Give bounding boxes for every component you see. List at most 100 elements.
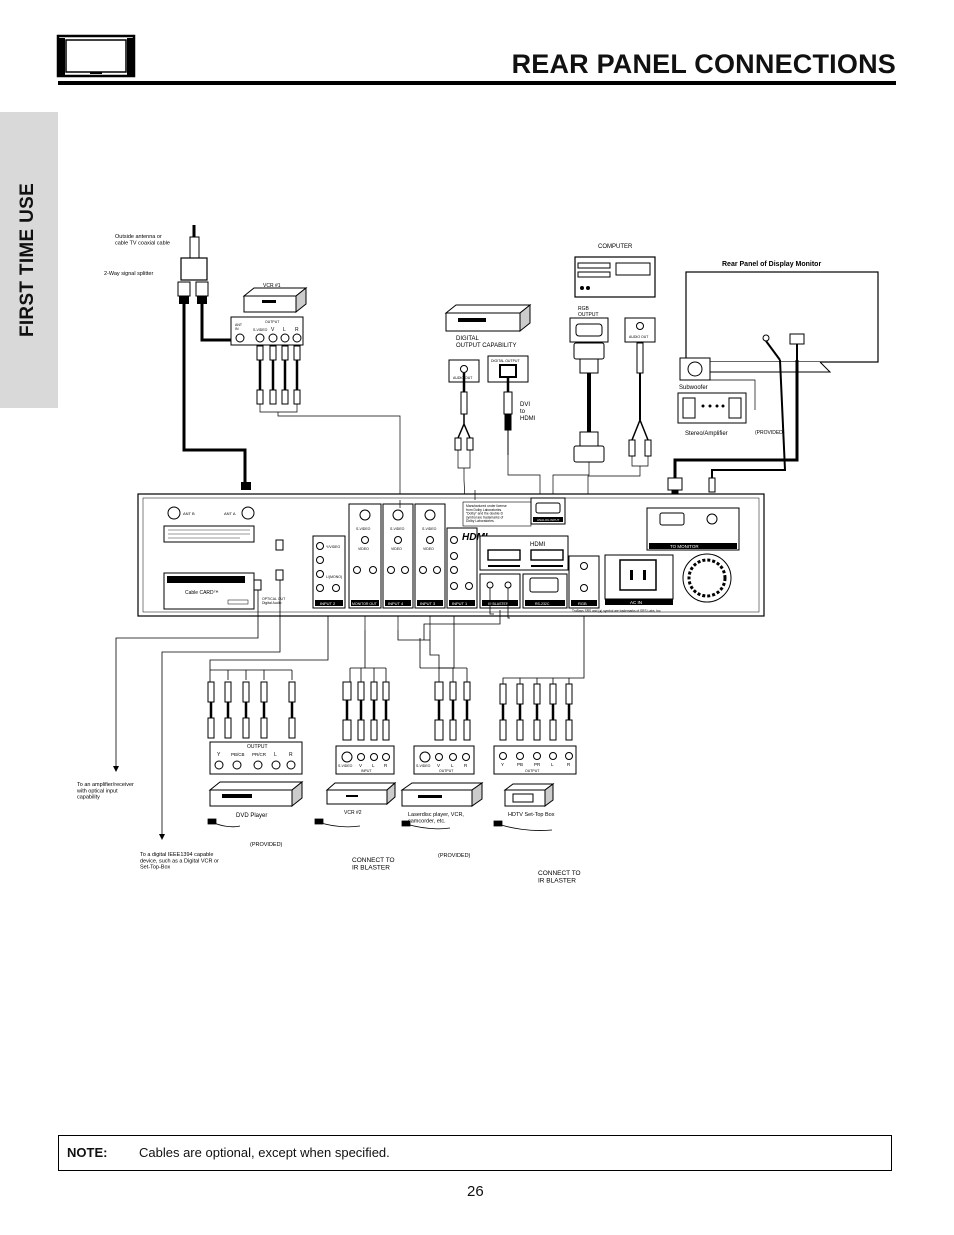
ant-a-label: ANT A [224, 511, 236, 516]
hdtv-output-panel: Y PB PR L R OUTPUT [493, 745, 577, 775]
hdtv-col-3: L [551, 762, 554, 767]
signal-splitter: 2-Way signal splitter [104, 257, 209, 304]
input3-video-label: VIDEO [423, 547, 434, 551]
subwoofer-device: Subwoofer [679, 357, 711, 391]
connector-lines [364, 490, 476, 630]
dvd-col-1: PB/CB [231, 752, 245, 757]
ant-b-label: ANT B [183, 511, 195, 516]
note-text: Cables are optional, except when specifi… [139, 1145, 390, 1160]
rgb-output-panel [569, 317, 609, 343]
title-rule [58, 81, 896, 85]
laser-col-2: L [451, 763, 454, 768]
rs232c-label: RS-232C [535, 602, 550, 606]
page-number: 26 [467, 1183, 484, 1200]
vcr2-col-3: R [384, 763, 388, 768]
input4-label: INPUT 4 [388, 601, 404, 606]
splitter-label: 2-Way signal splitter [104, 271, 153, 277]
input4-video-label: VIDEO [391, 547, 402, 551]
laser-col-3: R [464, 763, 468, 768]
dvd-output-panel: OUTPUT Y PB/CB PR/CR L R [209, 741, 303, 775]
provided-left-label: (PROVIDED) [250, 842, 283, 848]
laser-label: Laserdisc player, VCR,camcorder, etc. [408, 812, 464, 824]
hdtv-device: HDTV Set-Top Box [503, 783, 555, 818]
computer-audio-out-panel: AUDIO OUT [624, 317, 656, 343]
vcr1-v-label: V [271, 327, 275, 333]
laser-col-1: V [437, 763, 440, 768]
to-monitor-label: TO MONITOR [670, 544, 699, 549]
laser-output-label: OUTPUT [439, 769, 454, 773]
input2-y-video-label: Y/VIDEO [326, 545, 340, 549]
dvd-col-3: L [274, 752, 277, 758]
provided-mid-label: (PROVIDED) [438, 853, 471, 859]
laser-cables [434, 681, 471, 741]
ir-blaster-label: IR BLASTER [488, 602, 509, 606]
hdtv-cables [499, 683, 573, 741]
cable-card-label: Cable CARD™ [185, 590, 219, 596]
digital-output-label: DIGITAL OUTPUT [491, 359, 520, 363]
monitor-out-label: MONITOR OUT [352, 602, 378, 606]
dvd-player-device: DVD Player [208, 780, 304, 819]
trademark-label: TruBass SRS and (●) symbol are trademark… [572, 609, 661, 613]
vcr2-input-panel: S-VIDEO V L R INPUT [335, 745, 395, 775]
hdtv-col-4: R [567, 762, 571, 767]
monitor-out-svideo-label: S-VIDEO [356, 527, 371, 531]
dvd-output-label: OUTPUT [247, 744, 268, 750]
vcr2-cables [342, 681, 390, 741]
vcr2-input-label: INPUT [361, 769, 372, 773]
left-routing-lines [115, 580, 585, 838]
stereo-amplifier-device: Stereo/Amplifier [677, 392, 747, 437]
dvd-col-4: R [289, 752, 293, 758]
rear-panel-monitor-label: Rear Panel of Display Monitor [722, 261, 821, 268]
vcr2-label: VCR #2 [344, 810, 362, 816]
hdmi-logo: HDMI [462, 532, 488, 543]
computer-device: COMPUTER [574, 244, 656, 298]
vcr1-label: VCR #1 [263, 283, 281, 289]
computer-label: COMPUTER [598, 244, 633, 250]
dvd-player-label: DVD Player [236, 813, 267, 819]
tv-icon [56, 34, 136, 78]
provided-top-label: (PROVIDED) [755, 430, 785, 436]
vcr1-device: VCR #1 [242, 283, 308, 314]
stereo-amp-label: Stereo/Amplifier [685, 431, 728, 437]
input2-audio-label: L/(MONO) [326, 575, 342, 579]
dvd-col-2: PR/CR [252, 752, 267, 757]
vcr2-device: VCR #2 [325, 781, 397, 816]
computer-audio-out-label: AUDIO OUT [629, 335, 649, 339]
vcr1-cables [256, 345, 301, 405]
hdtv-col-2: PR [534, 762, 541, 767]
display-monitor [685, 271, 879, 373]
vcr2-col-1: V [359, 763, 362, 768]
note-label: NOTE: [67, 1145, 108, 1160]
input1-label: INPUT 1 [452, 601, 468, 606]
vcr1-r-label: R [295, 327, 299, 333]
vcr2-col-0: S-VIDEO [338, 764, 353, 768]
laser-output-panel: S-VIDEO V L R OUTPUT [413, 745, 475, 775]
ac-in-label: AC IN [630, 600, 642, 605]
rgb-cable [552, 342, 605, 500]
vcr1-svideo-label: S-VIDEO [253, 328, 268, 332]
laser-col-0: S-VIDEO [416, 764, 431, 768]
input4-svideo-label: S-VIDEO [390, 527, 405, 531]
input2-label: INPUT 2 [320, 601, 336, 606]
hdtv-col-1: PB [517, 762, 523, 767]
dvd-col-0: Y [217, 752, 221, 758]
input3-label: INPUT 3 [420, 601, 436, 606]
hdtv-label: HDTV Set-Top Box [508, 812, 555, 818]
laser-device: Laserdisc player, VCR,camcorder, etc. [400, 782, 484, 824]
hdmi-port-label: HDMI [530, 542, 546, 548]
